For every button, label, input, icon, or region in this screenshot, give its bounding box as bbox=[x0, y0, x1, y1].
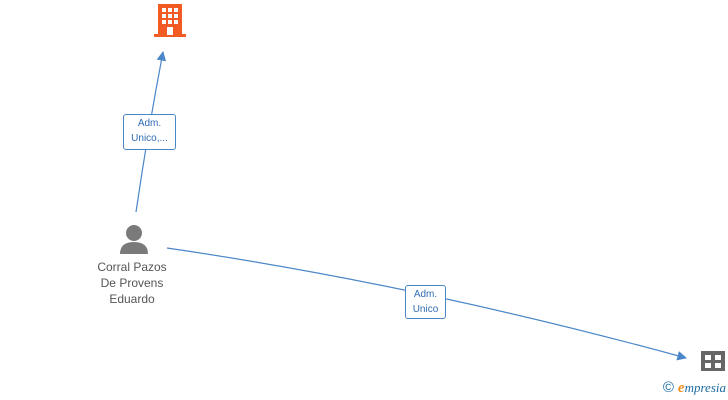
person-name[interactable]: Corral Pazos De Provens Eduardo bbox=[77, 259, 187, 307]
copyright-symbol: © bbox=[662, 379, 674, 396]
brand-name: mpresia bbox=[684, 380, 726, 395]
empresia-credit[interactable]: ©empresia bbox=[663, 379, 726, 397]
building-icon[interactable] bbox=[701, 351, 725, 371]
edge-label-line: Unico bbox=[412, 304, 439, 315]
person-name-line: Corral Pazos bbox=[97, 260, 167, 274]
person-icon[interactable] bbox=[120, 225, 148, 254]
edge-label-line: Adm. bbox=[137, 118, 162, 129]
edge-label-company-bottom[interactable]: Adm. Unico bbox=[405, 285, 446, 319]
building-icon[interactable] bbox=[154, 4, 186, 37]
edge-label-company-top[interactable]: Adm. Unico,... bbox=[123, 114, 176, 150]
person-name-line: Eduardo bbox=[109, 292, 155, 306]
edge-label-line: Unico,... bbox=[131, 133, 168, 144]
edge-label-line: Adm. bbox=[413, 289, 438, 300]
person-name-line: De Provens bbox=[100, 276, 164, 290]
brand-initial: e bbox=[677, 380, 685, 396]
